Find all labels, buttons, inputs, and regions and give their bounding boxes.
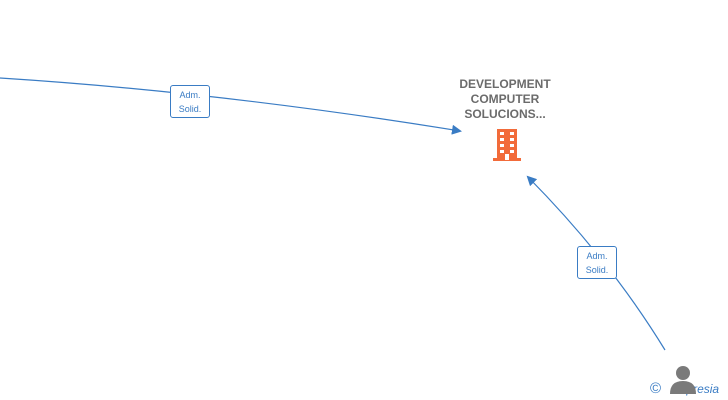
- copyright-symbol: ©: [650, 380, 662, 397]
- edge-line-1: [0, 77, 462, 135]
- company-node-label[interactable]: DEVELOPMENT COMPUTER SOLUCIONS...: [445, 77, 565, 122]
- relation-label-1-line-1: Adm.: [179, 90, 201, 100]
- company-name-line-2: COMPUTER: [470, 92, 540, 106]
- relation-label-2-line-2: Solid.: [585, 265, 609, 275]
- relation-label-1-line-2: Solid.: [178, 104, 202, 114]
- relation-label-2[interactable]: Adm. Solid.: [577, 246, 617, 279]
- building-icon[interactable]: [491, 128, 523, 162]
- relation-label-2-line-1: Adm.: [586, 251, 608, 261]
- company-name-line-1: DEVELOPMENT: [459, 77, 551, 91]
- relation-label-1[interactable]: Adm. Solid.: [170, 85, 210, 118]
- company-name-line-3: SOLUCIONS...: [464, 107, 546, 121]
- person-icon[interactable]: [668, 364, 698, 394]
